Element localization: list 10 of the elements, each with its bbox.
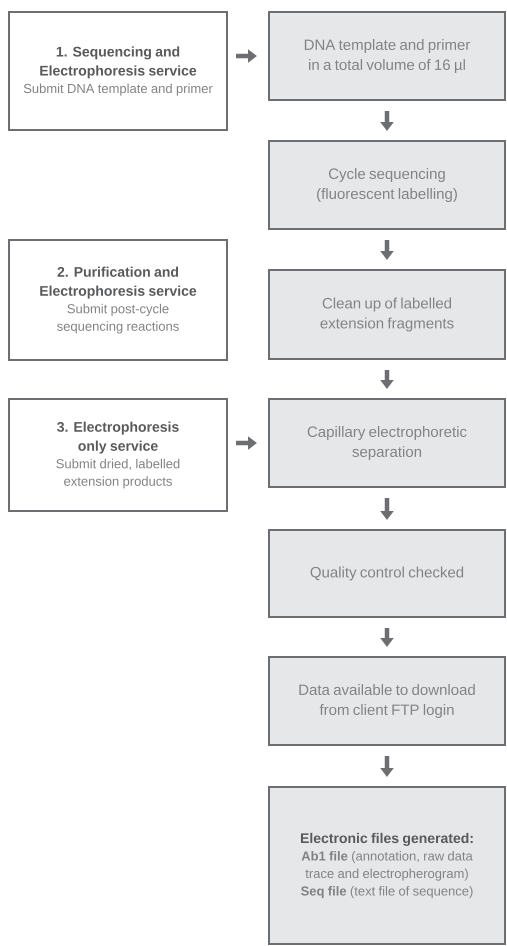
process-box: Clean up of labelled extension fragments — [268, 269, 506, 360]
process-box: 2. Purification and Electrophoresis service Submit post-cycle sequencing reactions — [8, 239, 228, 361]
process-box: 3. Electrophoresis only service Submit dried, labelled extension products — [8, 398, 228, 512]
process-box: 1. Sequencing and Electrophoresis service Submit DNA template and primer — [8, 11, 228, 131]
process-box: Data available to download from client FTP login — [268, 656, 506, 746]
process-box: Electronic files generated: Ab1 file (annotation, raw data trace and electropherogram) Seq file (text file of sequence) — [268, 786, 506, 945]
process-box: DNA template and primer in a total volume of 16 µl — [268, 11, 506, 101]
process-box: Capillary electrophoretic separation — [268, 398, 506, 488]
process-box: Cycle sequencing (fluorescent labelling) — [268, 140, 506, 230]
process-box: Quality control checked — [268, 529, 506, 618]
